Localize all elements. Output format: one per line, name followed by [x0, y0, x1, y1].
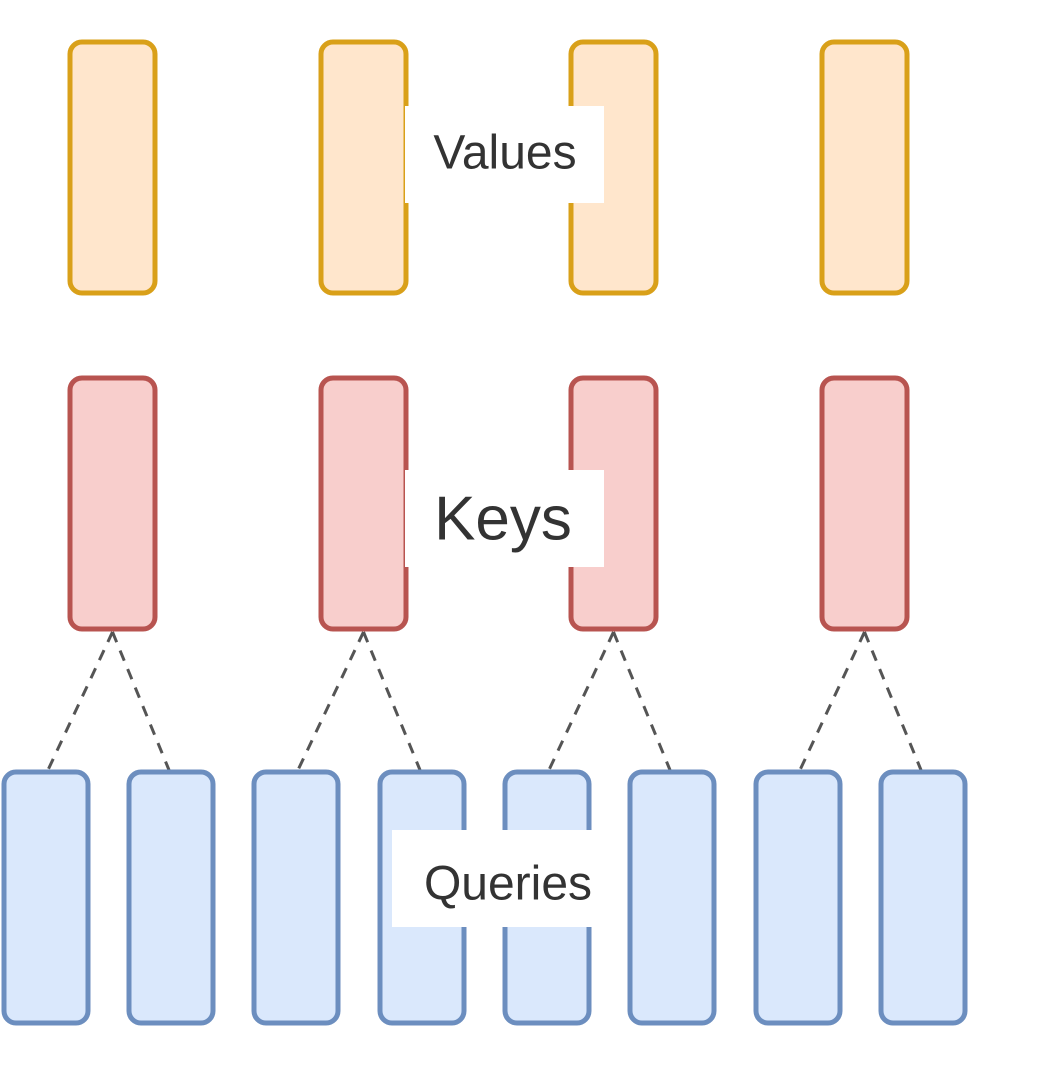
connector-key-1-query-1: [46, 631, 114, 771]
keys-label: Keys: [405, 470, 604, 567]
connector-key-2-query-3: [296, 631, 365, 771]
queries-label-text: Queries: [424, 858, 592, 911]
key-vector-4: [819, 375, 910, 632]
connector-key-4-query-8: [863, 631, 923, 771]
query-vector-2: [126, 769, 216, 1026]
connector-key-4-query-7: [798, 631, 866, 771]
value-vector-2: [318, 39, 409, 296]
query-vector-6: [627, 769, 717, 1026]
query-vector-8: [878, 769, 968, 1026]
queries-label-background: [392, 830, 611, 927]
keys-label-background: [405, 470, 604, 567]
query-vector-3: [251, 769, 341, 1026]
connector-key-2-query-4: [362, 631, 422, 771]
query-vector-1: [1, 769, 91, 1026]
values-label-background: [405, 106, 604, 203]
value-vector-1: [67, 39, 158, 296]
key-vector-1: [67, 375, 158, 632]
values-label: Values: [405, 106, 604, 203]
keys-row: [67, 375, 910, 632]
query-key-connectors: [46, 631, 923, 771]
key-vector-2: [318, 375, 409, 632]
connector-key-3-query-6: [612, 631, 672, 771]
keys-label-text: Keys: [434, 485, 572, 554]
queries-label: Queries: [392, 830, 611, 927]
query-vector-7: [753, 769, 843, 1026]
connector-key-3-query-5: [547, 631, 615, 771]
value-vector-4: [819, 39, 910, 296]
values-label-text: Values: [433, 127, 576, 180]
connector-key-1-query-2: [111, 631, 171, 771]
